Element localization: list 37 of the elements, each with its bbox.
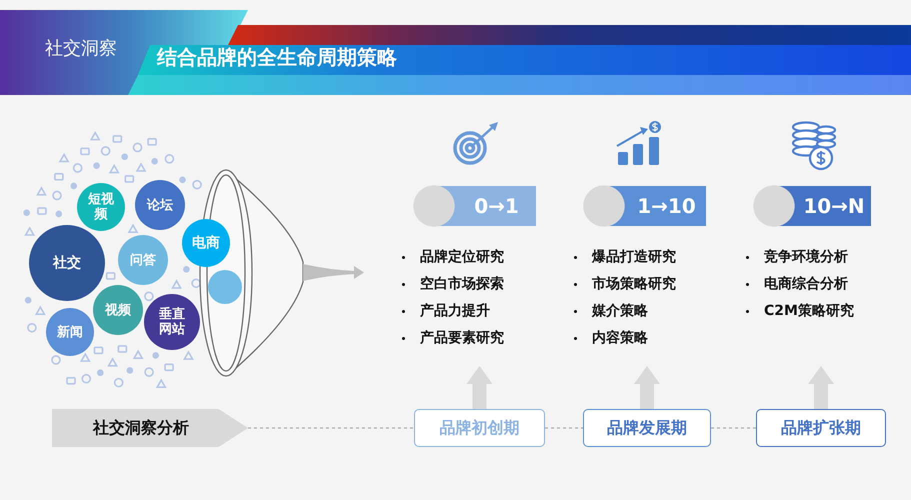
topic-bubble: 问答 xyxy=(118,235,168,285)
bullet-item: 竞争环境分析 xyxy=(742,247,848,267)
block-arrow xyxy=(466,366,492,409)
connector-line xyxy=(545,427,583,429)
stage-box: 品牌初创期 xyxy=(414,409,545,447)
connector-line xyxy=(711,427,756,429)
bullet-item: 市场策略研究 xyxy=(570,274,676,294)
bullet-item: 产品要素研究 xyxy=(398,328,504,348)
stage-band xyxy=(753,185,871,227)
bullet-item: 产品力提升 xyxy=(398,301,490,321)
block-arrow xyxy=(808,366,834,409)
page-title: 结合品牌的全生命周期策略 xyxy=(157,44,397,71)
topic-bubble: 垂直网站 xyxy=(144,294,200,350)
section-label: 社交洞察 xyxy=(45,37,117,60)
topic-bubble: 论坛 xyxy=(135,180,185,230)
topic-bubble: 新闻 xyxy=(46,308,94,356)
bullet-item: 品牌定位研究 xyxy=(398,247,504,267)
range-label: 1→10 xyxy=(636,193,697,220)
topic-bubble: 视频 xyxy=(93,285,143,335)
bullet-item: 电商综合分析 xyxy=(742,274,848,294)
stage-band xyxy=(583,185,706,227)
stage-box: 品牌扩张期 xyxy=(756,409,886,447)
bullet-item: 爆品打造研究 xyxy=(570,247,676,267)
topic-bubble: 短视频 xyxy=(77,183,125,231)
bullet-item: 内容策略 xyxy=(570,328,648,348)
bullet-item: C2M策略研究 xyxy=(742,301,854,321)
range-label: 10→N xyxy=(802,193,866,220)
connector-line xyxy=(248,427,414,429)
block-arrow xyxy=(634,366,660,409)
topic-bubble: 电商 xyxy=(182,219,230,267)
pentagon-banner: 社交洞察分析 xyxy=(52,409,248,447)
bullet-item: 空白市场探索 xyxy=(398,274,504,294)
bullet-item: 媒介策略 xyxy=(570,301,648,321)
range-label: 0→1 xyxy=(473,193,520,220)
stage-band xyxy=(413,185,536,227)
stage-box: 品牌发展期 xyxy=(583,409,711,447)
topic-bubble: 社交 xyxy=(29,225,105,301)
